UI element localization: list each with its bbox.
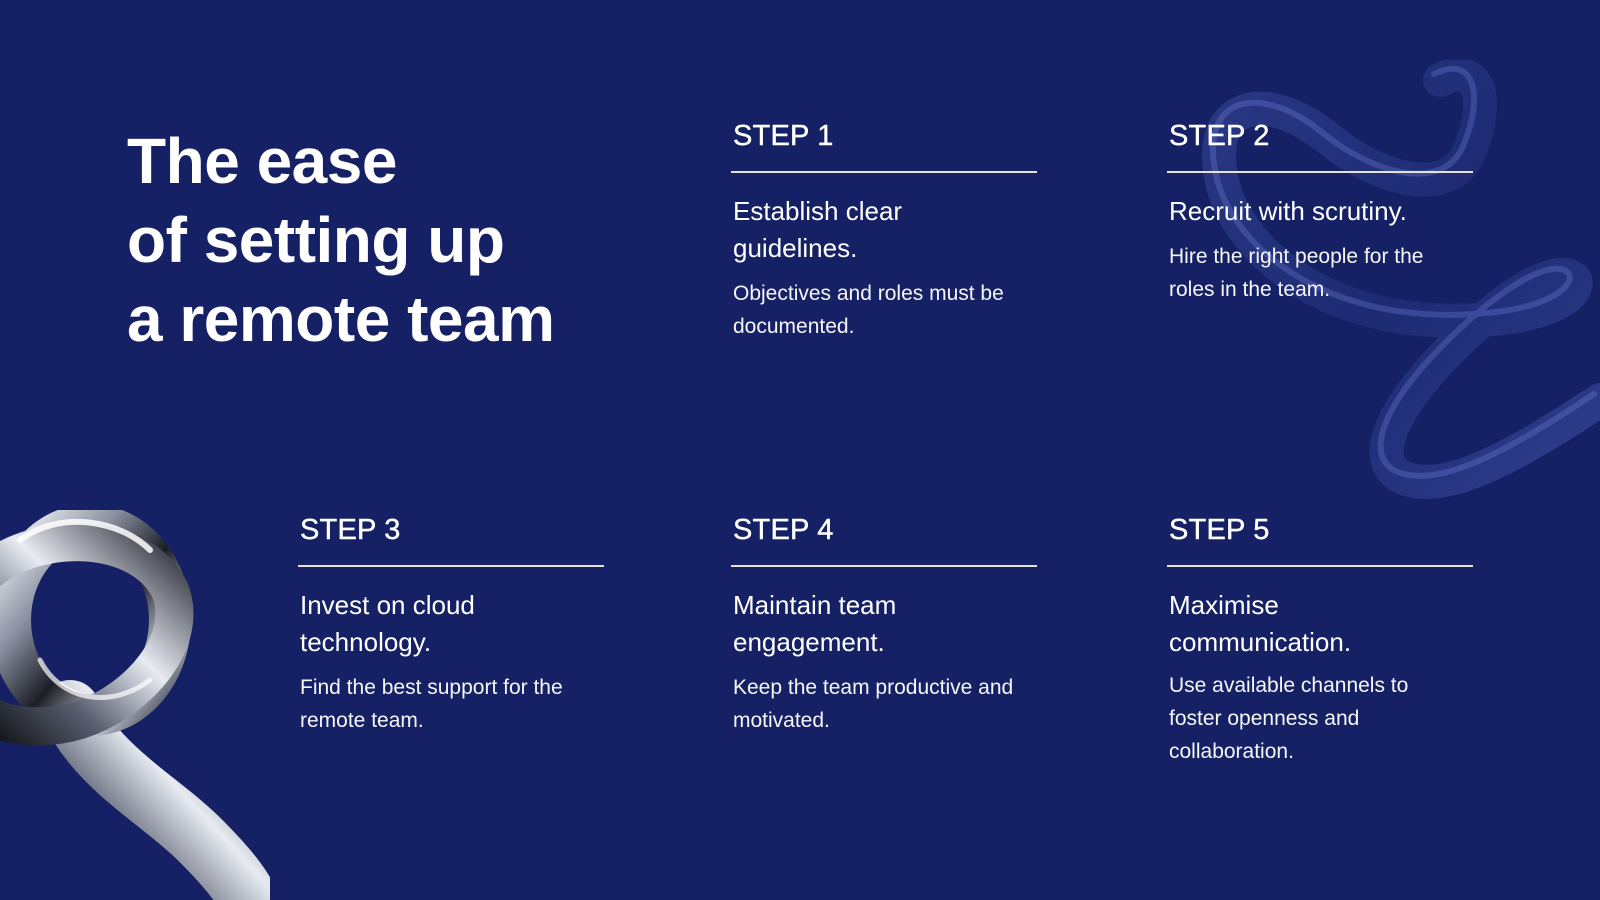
step-description: Use available channels to foster opennes… (1169, 669, 1473, 768)
step-description-line: documented. (733, 315, 855, 338)
chrome-knot-graphic (0, 510, 270, 900)
step-description-line: Find the best support for the (300, 676, 563, 699)
step-description: Find the best support for the remote tea… (300, 671, 604, 737)
step-description: Hire the right people for the roles in t… (1169, 240, 1473, 306)
step-heading-line: engagement. (733, 627, 885, 657)
step-label: STEP 4 (733, 514, 834, 546)
step-description-line: Objectives and roles must be (733, 282, 1004, 305)
step-label: STEP 1 (733, 120, 834, 152)
step-description: Keep the team productive and motivated. (733, 671, 1037, 737)
slide-title: The ease of setting up a remote team (127, 122, 555, 359)
step-label: STEP 3 (300, 514, 401, 546)
step-description-line: Hire the right people for the (1169, 245, 1424, 268)
step-heading: Invest on cloud technology. (300, 587, 604, 661)
step-heading-line: Maintain team (733, 590, 897, 620)
step-label: STEP 2 (1169, 120, 1270, 152)
step-description-line: remote team. (300, 709, 424, 732)
step-divider (731, 171, 1037, 173)
step-heading-line: communication. (1169, 627, 1352, 657)
step-description: Objectives and roles must be documented. (733, 277, 1037, 343)
step-card-4: STEP 4 Maintain team engagement. Keep th… (731, 512, 1037, 737)
step-description-line: collaboration. (1169, 740, 1294, 763)
title-line-2: of setting up (127, 204, 505, 276)
step-label: STEP 5 (1169, 514, 1270, 546)
step-card-2: STEP 2 Recruit with scrutiny. Hire the r… (1167, 118, 1473, 306)
step-description-line: Keep the team productive and (733, 676, 1014, 699)
step-heading: Maximise communication. (1169, 587, 1473, 661)
step-card-1: STEP 1 Establish clear guidelines. Objec… (731, 118, 1037, 343)
step-divider (1167, 171, 1473, 173)
step-heading: Establish clear guidelines. (733, 193, 1037, 267)
step-heading-line: Invest on cloud (300, 590, 475, 620)
step-card-5: STEP 5 Maximise communication. Use avail… (1167, 512, 1473, 768)
step-divider (731, 565, 1037, 567)
step-heading-line: guidelines. (733, 233, 858, 263)
step-description-line: motivated. (733, 709, 830, 732)
step-heading-line: Maximise (1169, 590, 1279, 620)
step-description-line: Use available channels to (1169, 674, 1409, 697)
step-divider (298, 565, 604, 567)
step-description-line: foster openness and (1169, 707, 1360, 730)
step-heading: Recruit with scrutiny. (1169, 193, 1473, 230)
step-heading-line: Establish clear (733, 196, 903, 226)
title-line-1: The ease (127, 125, 397, 197)
step-heading: Maintain team engagement. (733, 587, 1037, 661)
step-card-3: STEP 3 Invest on cloud technology. Find … (298, 512, 604, 737)
title-line-3: a remote team (127, 283, 555, 355)
step-divider (1167, 565, 1473, 567)
step-heading-line: Recruit with scrutiny. (1169, 196, 1407, 226)
step-heading-line: technology. (300, 627, 432, 657)
step-description-line: roles in the team. (1169, 278, 1331, 301)
